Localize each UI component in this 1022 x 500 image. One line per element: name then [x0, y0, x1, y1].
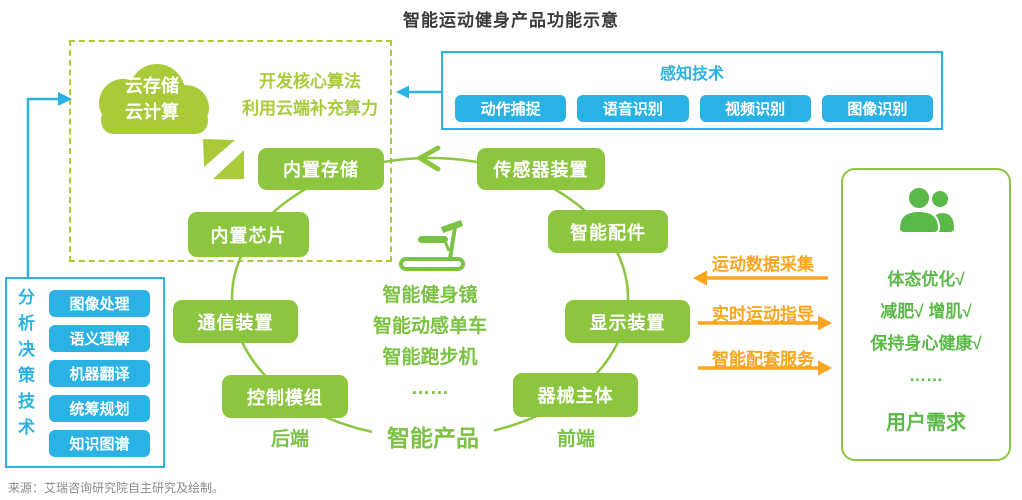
user-needs-list: 体态优化√ 减肥√ 增肌√ 保持身心健康√ ……: [843, 264, 1009, 392]
node-display-device: 显示装置: [565, 300, 690, 343]
cloud-note-line2: 利用云端补充算力: [242, 99, 378, 118]
perception-title: 感知技术: [659, 66, 724, 83]
triangles-logo-icon: [203, 139, 244, 179]
analysis-chip-column: 图像处理 语义理解 机器翻译 统筹规划 知识图谱: [49, 290, 150, 457]
user-need-weight-muscle: 减肥√ 增肌√: [880, 302, 972, 321]
node-smart-accessory: 智能配件: [548, 210, 668, 253]
user-needs-title: 用户需求: [886, 412, 966, 434]
cloud-zone-dashed-box: [69, 40, 392, 262]
chip-knowledge-graph: 知识图谱: [49, 430, 150, 457]
chip-motion-capture: 动作捕捉: [455, 95, 567, 122]
cloud-note: 开发核心算法 利用云端补充算力: [225, 68, 395, 122]
treadmill-icon: [399, 220, 465, 271]
user-need-ellipsis: ……: [909, 366, 943, 385]
smart-product-examples: 智能健身镜 智能动感单车 智能跑步机 ……: [345, 280, 515, 404]
cloud-label-line2: 云计算: [125, 102, 179, 122]
users-icon: [897, 186, 957, 234]
perception-to-cloud-arrowhead-icon: [396, 85, 409, 99]
node-communication-device: 通信装置: [173, 300, 298, 343]
node-built-in-storage: 内置存储: [258, 148, 384, 190]
node-control-module: 控制模组: [222, 375, 348, 418]
frontend-label: 前端: [556, 429, 595, 450]
flow-label-sport-data-collection: 运动数据采集: [712, 255, 814, 274]
product-ellipsis: ……: [411, 378, 449, 399]
perception-chip-row: 动作捕捉 语音识别 视频识别 图像识别: [455, 95, 933, 122]
perception-panel: 感知技术 动作捕捉 语音识别 视频识别 图像识别: [441, 51, 943, 130]
cloud-note-line1: 开发核心算法: [259, 72, 361, 91]
cycle-direction-arrow-icon: [417, 145, 441, 172]
user-need-posture: 体态优化√: [887, 270, 965, 289]
chip-video-recognition: 视频识别: [699, 95, 811, 122]
chip-image-processing: 图像处理: [49, 290, 150, 317]
chip-overall-planning: 统筹规划: [49, 395, 150, 422]
page-title: 智能运动健身产品功能示意: [403, 11, 619, 30]
cloud-label-line1: 云存储: [125, 76, 179, 96]
user-needs-panel: 体态优化√ 减肥√ 增肌√ 保持身心健康√ …… 用户需求: [841, 168, 1011, 461]
analysis-panel: 分析决策技术 图像处理 语义理解 机器翻译 统筹规划 知识图谱: [5, 277, 165, 468]
product-smart-mirror: 智能健身镜: [382, 285, 478, 306]
product-smart-treadmill: 智能跑步机: [382, 347, 478, 368]
node-built-in-chip: 内置芯片: [188, 212, 309, 257]
flow-label-realtime-guidance: 实时运动指导: [712, 305, 814, 324]
analysis-title: 分析决策技术: [15, 288, 34, 444]
smart-product-label: 智能产品: [372, 419, 494, 453]
product-smart-bike: 智能动感单车: [372, 316, 487, 337]
source-note: 来源：艾瑞咨询研究院自主研究及绘制。: [8, 481, 225, 495]
analysis-to-cloud-arrow: [26, 97, 58, 277]
cloud-storage-figure: 云存储 云计算: [85, 63, 219, 136]
backend-label: 后端: [270, 429, 309, 450]
flow-label-smart-supporting-service: 智能配套服务: [712, 350, 814, 369]
chip-image-recognition: 图像识别: [821, 95, 933, 122]
node-equipment-body: 器械主体: [513, 373, 638, 417]
chip-semantic-understanding: 语义理解: [49, 325, 150, 352]
node-sensor-device: 传感器装置: [477, 148, 605, 190]
chip-machine-translation: 机器翻译: [49, 360, 150, 387]
chip-voice-recognition: 语音识别: [577, 95, 689, 122]
cloud-icon: [99, 64, 209, 134]
user-need-health: 保持身心健康√: [870, 334, 982, 353]
